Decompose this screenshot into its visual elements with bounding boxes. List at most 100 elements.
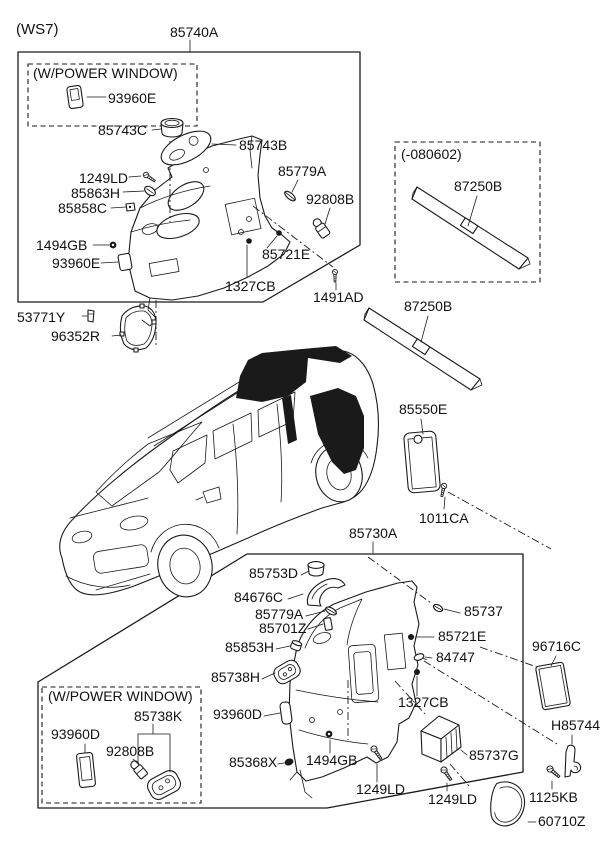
- stud-85721e-icon: [276, 230, 282, 236]
- power-window-switch-icon: [66, 84, 84, 110]
- clip-85779a-b-icon: [325, 606, 337, 616]
- part-label-92808b-a: 92808B: [306, 191, 354, 207]
- pocket-85737g-drawing: [420, 715, 462, 763]
- luggage-hook-84676c-icon: [306, 578, 346, 607]
- upper-section-small-parts: [66, 84, 338, 283]
- part-label-85737: 85737: [464, 603, 503, 619]
- upper-trim-section-box: [17, 51, 361, 303]
- part-label-93960e-b: 93960E: [52, 255, 100, 271]
- part-label-93960d-a: 93960D: [51, 726, 100, 742]
- part-label-1011ca: 1011CA: [419, 510, 469, 526]
- bezel-85738k-icon: [146, 770, 182, 800]
- part-label-87250b-a: 87250B: [454, 178, 502, 194]
- date-range-option-box: [394, 141, 541, 283]
- part-label-85701z: 85701Z: [259, 620, 307, 636]
- clip-85779a-icon: [284, 190, 296, 202]
- speaker-grille-96716c-drawing: [535, 661, 571, 711]
- leader-lines: [81, 39, 573, 823]
- part-label-85738h: 85738H: [211, 669, 260, 685]
- option-caption-date-range: (-080602): [401, 146, 462, 162]
- lower-quarter-trim-panel-drawing: [288, 580, 420, 799]
- part-label-85779a-b: 85779A: [255, 606, 304, 622]
- part-label-85858c: 85858C: [58, 200, 107, 216]
- sill-trim-87250b-drawing: [363, 307, 483, 391]
- stud-1327cb-b-icon: [414, 669, 420, 675]
- option-caption-power-window-bottom: (W/POWER WINDOW): [48, 688, 193, 704]
- part-label-84676c: 84676C: [234, 589, 283, 605]
- trim-location-highlight-upper: [236, 346, 352, 402]
- grommet-1494gb-icon: [109, 241, 117, 249]
- front-wheel: [157, 534, 213, 598]
- car-body-outline: [59, 350, 379, 596]
- side-window-1: [169, 434, 208, 484]
- clip-84747-icon: [413, 653, 427, 661]
- part-label-85721e-a: 85721E: [262, 246, 310, 262]
- part-label-92808b-b: 92808B: [106, 743, 154, 759]
- grommet-85368x-icon: [284, 758, 294, 766]
- switch-blank-93960e-icon: [117, 252, 133, 272]
- part-label-1494gb-a: 1494GB: [36, 237, 87, 253]
- drawing-code-label: (WS7): [16, 21, 59, 38]
- part-label-1249ld-b: 1249LD: [356, 781, 405, 797]
- stud-85721e-b-icon: [408, 634, 414, 640]
- part-label-85863h: 85863H: [71, 185, 120, 201]
- part-label-53771y: 53771Y: [17, 309, 66, 325]
- part-label-85368x: 85368X: [229, 754, 278, 770]
- section-outlines: [17, 51, 541, 809]
- power-window-option-box-top: [27, 63, 198, 127]
- speaker-cover-96352r-drawing: [87, 303, 157, 353]
- cap-85863h-icon: [144, 185, 156, 197]
- part-label-96352r: 96352R: [51, 328, 100, 344]
- cup-85743c-icon: [160, 117, 184, 138]
- power-window-option-box-bottom: [41, 686, 202, 804]
- part-label-1494gb-b: 1494GB: [306, 752, 357, 768]
- grommet-1494gb-b-icon: [325, 730, 333, 738]
- part-label-85753d: 85753D: [249, 565, 298, 581]
- part-label-85779a-a: 85779A: [278, 163, 327, 179]
- part-label-85550e: 85550E: [399, 401, 447, 417]
- part-label-1249ld-a: 1249LD: [79, 170, 128, 186]
- part-label-1125kb: 1125KB: [529, 789, 578, 805]
- part-label-93960d-b: 93960D: [213, 706, 262, 722]
- part-label-1491ad: 1491AD: [313, 289, 364, 305]
- bezel-85738h-icon: [273, 659, 301, 685]
- screw-1125kb-icon: [545, 764, 562, 780]
- part-label-96716c: 96716C: [532, 638, 581, 654]
- part-label-85740a: 85740A: [170, 24, 219, 40]
- screw-1249ld-b-icon: [369, 744, 384, 762]
- vent-grille-85550e-drawing: [403, 430, 441, 494]
- clip-53771y-icon: [87, 309, 95, 323]
- screw-1249ld-icon: [141, 170, 157, 184]
- part-label-85721e-b: 85721E: [438, 628, 486, 644]
- grommet-85853h-icon: [290, 640, 303, 652]
- switch-blank-93960d-a-icon: [76, 752, 96, 788]
- part-label-85853h: 85853H: [225, 639, 274, 655]
- screw-1249ld-c-icon: [439, 765, 454, 783]
- part-label-85743c: 85743C: [98, 122, 147, 138]
- lower-trim-section-box: [37, 553, 524, 809]
- upper-quarter-trim-panel-drawing: [127, 135, 291, 327]
- cover-85743b-icon: [160, 130, 212, 166]
- trim-location-highlight-lower: [310, 388, 364, 474]
- windshield: [95, 421, 203, 507]
- car-illustration: [59, 346, 379, 598]
- part-label-85730a: 85730A: [349, 525, 398, 541]
- part-label-h85744: H85744: [551, 717, 600, 733]
- clip-85858c-icon: [125, 202, 136, 212]
- part-label-60710z: 60710Z: [538, 813, 586, 829]
- lower-section-small-parts: [273, 561, 582, 827]
- screw-1491ad-icon: [332, 269, 338, 283]
- part-label-1327cb-b: 1327CB: [398, 694, 449, 710]
- part-label-84747: 84747: [436, 649, 475, 665]
- stud-1327cb-icon: [246, 238, 252, 244]
- part-labels: (WS7) 85740A (W/POWER WINDOW) 93960E 857…: [16, 21, 600, 829]
- part-label-85737g: 85737G: [469, 747, 519, 763]
- part-label-87250b-b: 87250B: [404, 298, 452, 314]
- cup-85753d-icon: [307, 561, 325, 577]
- mesh-grille-60710z-drawing: [490, 781, 526, 827]
- option-caption-power-window-top: (W/POWER WINDOW): [33, 65, 178, 81]
- switch-blank-93960d-b-icon: [279, 701, 293, 725]
- bulb-socket-92808b-icon: [312, 218, 331, 239]
- clip-85701z-icon: [323, 617, 333, 631]
